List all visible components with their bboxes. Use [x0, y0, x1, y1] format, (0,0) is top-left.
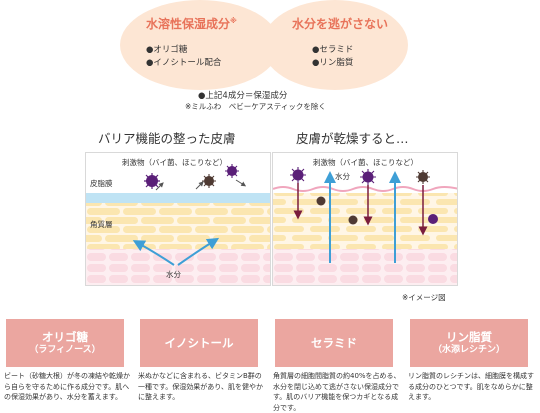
card-description: リン脂質のレシチンは、細胞膜を構成する成分のひとつです。肌をなめらかに整えます。 [408, 372, 534, 401]
card-subtitle: （ラフィノース） [29, 344, 101, 355]
card-inositol: イノシトール [140, 319, 258, 367]
card-description: 米ぬかなどに含まれる、ビタミンB群の一種です。保湿効果があり、肌を健やかに整えま… [138, 372, 264, 401]
bubble-item-ceramide: ●セラミド [312, 45, 354, 55]
dry-skin-title: 皮膚が乾燥すると… [296, 131, 409, 146]
card-subtitle: （水添レシチン） [432, 344, 505, 355]
irritant-purple [360, 169, 376, 185]
dust-particle-icon [316, 196, 326, 206]
bounce-arrow [235, 179, 247, 187]
bubble-item-inositol: ●イノシトール配合 [146, 58, 222, 68]
ingredients-note: ●上記4成分＝保湿成分 [198, 91, 288, 101]
irritant-brown [416, 170, 430, 184]
sebum-layer [86, 193, 270, 203]
asterisk-mark: ※ [230, 17, 237, 25]
card-ceramide: セラミド [275, 319, 393, 367]
broken-sebum-layer [273, 186, 457, 192]
moisture-lock-title: 水分を逃がさない [292, 17, 389, 31]
hydrating-ingredients-bubble [120, 0, 280, 90]
water-arrow [177, 237, 220, 266]
exclusion-note: ※ミルふわ ベビーケアスティックを除く [185, 102, 326, 111]
water-arrow [132, 240, 175, 266]
card-oligosaccharide: オリゴ糖 （ラフィノース） [6, 319, 124, 367]
healthy-skin-title: バリア機能の整った皮膚 [98, 131, 236, 146]
bubble-item-phospholipid: ●リン脂質 [312, 58, 354, 68]
bounce-arrow [155, 182, 164, 191]
dust-particle-icon [348, 215, 358, 225]
card-title: リン脂質 [446, 330, 492, 345]
card-title: セラミド [311, 335, 357, 350]
irritant-label: 刺激物（バイ菌、ほこりなど） [122, 158, 227, 167]
card-description: 角質層の細胞間脂質の約40%を占める、水分を閉じ込めて逃がさない保湿成分です。肌… [273, 372, 401, 412]
irritant-purple [225, 164, 239, 178]
water-label: 水分 [166, 270, 181, 279]
horny-layer-label: 角質層 [90, 220, 113, 229]
irritant-purple [144, 173, 160, 189]
card-description: ビート（砂糖大根）が冬の凍結や乾燥から自らを守るために作る成分です。肌への保湿効… [4, 372, 130, 401]
card-phospholipid: リン脂質 （水添レシチン） [410, 319, 528, 367]
hydrating-title: 水溶性保湿成分※ [146, 17, 237, 31]
moisture-lock-bubble [262, 0, 408, 90]
dry-skin-diagram: 刺激物（バイ菌、ほこりなど） 水分 [272, 152, 458, 286]
irritant-brown [202, 174, 216, 188]
healthy-skin-diagram: 刺激物（バイ菌、ほこりなど） 皮脂膜 角質層 水分 [85, 152, 271, 286]
image-note: ※イメージ図 [402, 293, 446, 302]
water-label: 水分 [335, 172, 350, 181]
irritant-purple [290, 167, 306, 183]
bubble-item-oligo: ●オリゴ糖 [146, 45, 188, 55]
card-title: イノシトール [164, 335, 234, 350]
sebum-label: 皮脂膜 [90, 179, 113, 188]
irritant-inside [428, 214, 438, 224]
bounce-arrow [195, 181, 204, 190]
irritant-label: 刺激物（バイ菌、ほこりなど） [313, 158, 418, 167]
card-title: オリゴ糖 [42, 330, 88, 345]
